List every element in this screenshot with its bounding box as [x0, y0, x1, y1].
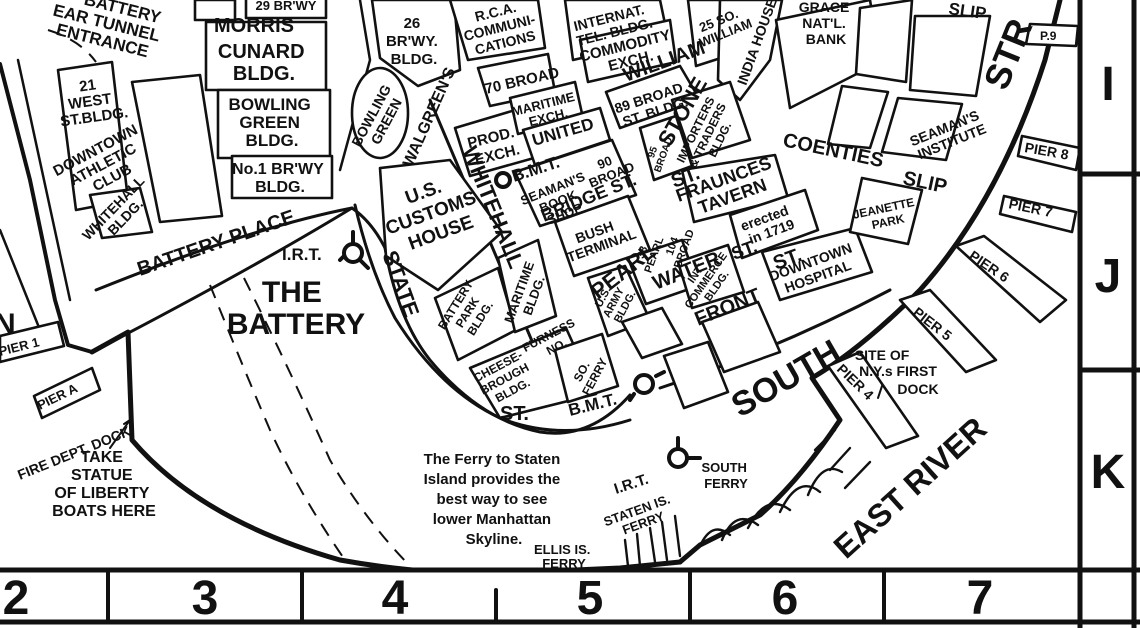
- pier-6-shape: [954, 234, 1068, 324]
- state-street-outer: [353, 203, 632, 432]
- irt-station-marker-bottom: [667, 436, 702, 469]
- battery-place-street-south: [90, 206, 387, 354]
- block-no1-brwy: [230, 154, 334, 200]
- br-wy-29-label: 29 BR'WY: [256, 0, 317, 13]
- block-29-brwy-top: [193, 0, 237, 22]
- block-india-house: [716, 0, 784, 102]
- block-int-commerce: [676, 243, 746, 310]
- building-blocks: [56, 0, 992, 420]
- grid-row-k: K: [1091, 446, 1126, 499]
- pier-9-shape: [1024, 22, 1080, 48]
- block-grid-1: [908, 14, 992, 98]
- block-small-3: [700, 300, 782, 374]
- battery-place-street: [94, 206, 354, 292]
- west-shore: [0, 62, 94, 354]
- grid-col-7: 7: [967, 572, 994, 625]
- grid-row-i: I: [1101, 58, 1114, 111]
- grace-bank-label: GRACE NAT'L. BANK: [799, 0, 853, 47]
- block-downtown-hospital: [760, 226, 874, 302]
- block-small-1: [620, 306, 684, 360]
- irt-top-label: I.R.T.: [282, 245, 322, 264]
- cunard-label: CUNARD BLDG.: [218, 41, 310, 85]
- block-whitehall-bldg: [88, 186, 154, 240]
- brwy-26-label: 26 BR'WY. BLDG.: [386, 15, 442, 68]
- ferry-route-2: [243, 277, 411, 567]
- first-dock-arrow: [877, 385, 883, 399]
- grid-col-4: 4: [382, 572, 409, 625]
- block-95-broad: [638, 114, 694, 182]
- block-customs-house: [378, 158, 504, 292]
- block-erected: [728, 188, 820, 260]
- st-state-label: ST.: [500, 403, 529, 425]
- block-small-2: [662, 340, 730, 410]
- ferry-route-3: [47, 29, 97, 63]
- block-rca: [448, 0, 547, 62]
- broadway-line: [338, 0, 372, 172]
- battery-park-bldg-label: BATTERY PARK BLDG.: [435, 275, 502, 347]
- block-jeanette: [848, 176, 924, 246]
- west-street-line-2: [16, 58, 72, 302]
- piers: [0, 22, 1082, 450]
- block-commodity: [578, 18, 678, 84]
- pier-7-shape: [998, 194, 1078, 234]
- block-importers: [670, 80, 752, 160]
- grid-col-6: 6: [772, 572, 799, 625]
- irt-station-marker-top: [338, 230, 370, 270]
- block-cunard: [204, 20, 328, 92]
- grid-col-3: 3: [192, 572, 219, 625]
- block-bowling-green-oval: [350, 66, 410, 160]
- grid-row-labels: I J K: [1091, 58, 1126, 499]
- block-29-brwy: [244, 0, 328, 20]
- fire-dept-arrow: [109, 419, 132, 449]
- pier-1-shape: [0, 320, 66, 364]
- block-grid-3: [880, 96, 964, 162]
- ferry-route-1: [209, 284, 346, 561]
- block-grid-2: [826, 84, 890, 150]
- bowling-green-bldg-label: BOWLING GREEN BLDG.: [229, 95, 316, 150]
- bmt-station-marker-bottom: [628, 370, 666, 402]
- pier-8-label: PIER 8: [1023, 139, 1070, 162]
- block-grace-right: [854, 0, 914, 84]
- block-row: [130, 73, 224, 224]
- grid-col-2: 2: [3, 572, 30, 625]
- pier-8-shape: [1016, 134, 1082, 172]
- pier-4-shape: [826, 350, 920, 450]
- ferry-note-label: The Ferry to Staten Island provides the …: [424, 451, 565, 548]
- pier-5-shape: [898, 288, 998, 374]
- block-so-ferry: [553, 332, 620, 404]
- morris-street-label: MORRIS: [214, 15, 294, 37]
- grid-col-5: 5: [577, 572, 604, 625]
- map-edge-letter: N: [0, 308, 16, 341]
- grid-column-labels: 2 3 4 5 6 7: [3, 572, 994, 625]
- bmt-station-marker-top: [494, 171, 512, 189]
- ellis-island-ferry-label: ELLIS IS. FERRY: [534, 542, 594, 571]
- slip-top-label: SLIP: [947, 0, 987, 23]
- west-street-line-1: [0, 228, 42, 332]
- block-maritime-bldg: [496, 238, 558, 334]
- site-first-dock-label: SITE OF N.Y.s FIRST DOCK: [855, 347, 941, 397]
- no1-brwy-label: No.1 BR'WY BLDG.: [232, 161, 328, 196]
- south-ferry-label: SOUTH FERRY: [701, 460, 750, 491]
- grid-row-j: J: [1095, 250, 1122, 303]
- statue-of-liberty-label: TAKE STATUE OF LIBERTY BOATS HERE: [52, 449, 156, 520]
- ferry-slips: [623, 428, 872, 568]
- pier-a-shape: [32, 366, 102, 420]
- pier-9-label: P.9: [1040, 29, 1057, 43]
- the-battery-label: THE BATTERY: [227, 276, 365, 341]
- block-26-brwy: [370, 0, 462, 88]
- east-shore: [677, 0, 1063, 565]
